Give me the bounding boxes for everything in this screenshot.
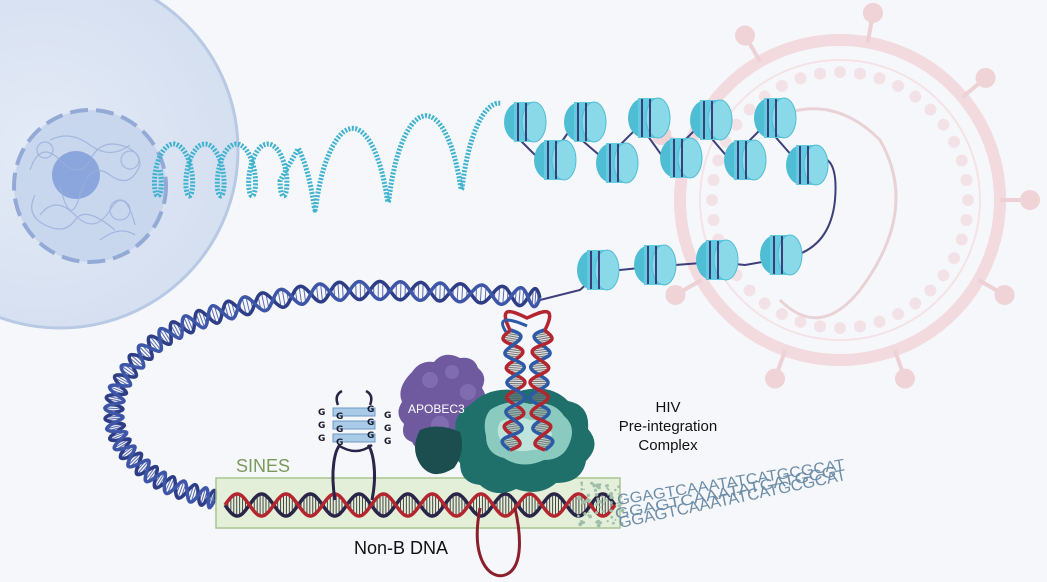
cell-nucleus-icon [12,108,168,264]
svg-text:G: G [367,405,374,415]
g-quadruplex-icon: G G G G G G G G G G G G [318,389,391,501]
apobec3-label: APOBEC3 [408,402,465,416]
dna-helix-icon [103,279,542,510]
chromatin-icon [151,100,501,213]
sequence-fan: GGAGTCAAATATCATGCGCAT GGAGTCAAATATCATGCG… [576,456,848,532]
svg-text:G: G [318,434,325,444]
hiv-virion-icon [651,2,1040,389]
svg-text:G: G [367,431,374,441]
svg-text:G: G [336,438,343,448]
svg-text:G: G [318,408,325,418]
svg-text:G: G [318,421,325,431]
non-b-dna-helix [223,492,617,518]
hiv-label-line-3: Complex [638,437,698,454]
svg-text:G: G [384,437,391,447]
svg-text:G: G [384,411,391,421]
non-b-dna-label: Non-B DNA [354,538,449,558]
nucleosome-icon [504,97,829,291]
hiv-pic-label: HIV Pre-integration Complex [608,398,728,455]
svg-text:G: G [384,424,391,434]
stem-loop-dna [500,309,555,452]
svg-text:G: G [336,425,343,435]
cell-icon [0,0,240,330]
sines-label: SINES [236,456,291,476]
svg-text:G: G [367,418,374,428]
hiv-label-line-1: HIV [655,399,681,416]
hiv-label-line-2: Pre-integration [618,418,718,435]
svg-text:G: G [336,412,343,422]
non-b-dna-loop [475,507,521,578]
